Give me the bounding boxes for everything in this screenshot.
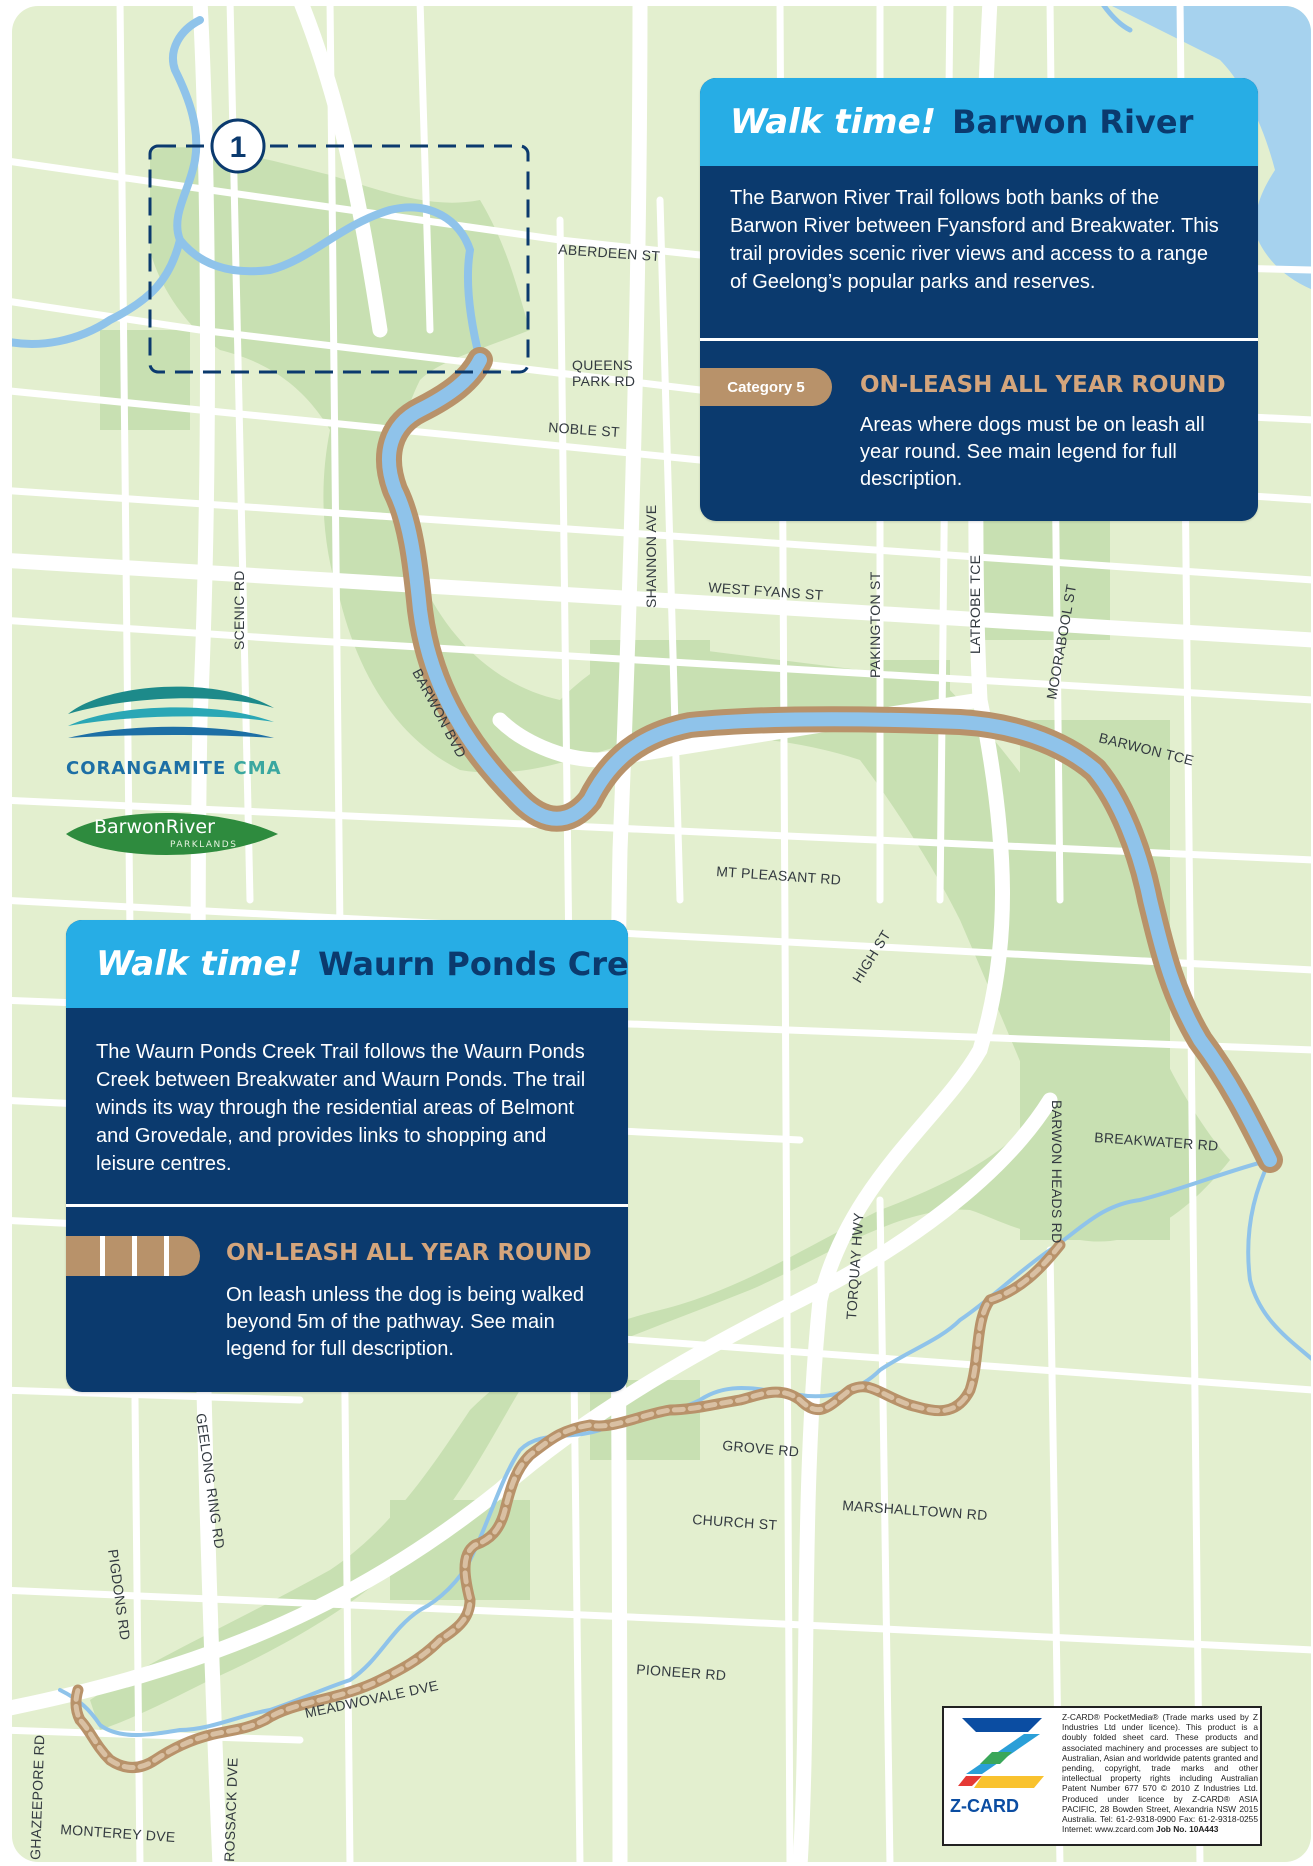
inset-1-number: 1 [230,131,247,164]
label-rossack-dve: ROSSACK DVE [221,1757,241,1862]
barwon-river-trail [376,347,1283,1173]
label-shannon-ave: SHANNON AVE [643,505,659,608]
zcard-z-icon [958,1718,1044,1788]
leaf-icon [66,812,278,856]
swatch-stripe [132,1236,137,1276]
barwon-river-wordmark: BarwonRiver [94,816,215,838]
inset-1-outline [148,144,530,374]
waurn-description: The Waurn Ponds Creek Trail follows the … [96,1041,586,1175]
barwon-card-header: Walk time! Barwon River [700,78,1258,166]
barwon-card-divider [700,338,1258,341]
waurn-leash-swatch [66,1236,200,1276]
label-latrobe-tce: LATROBE TCE [967,555,983,654]
zcard-brand: Z-CARD [950,1796,1019,1816]
corio-bay [1100,6,1311,290]
barwon-category-badge: Category 5 [700,368,832,406]
label-queens-park-rd-2: PARK RD [572,373,635,389]
barwon-river-card: Walk time! Barwon River The Barwon River… [700,78,1258,521]
barwon-walk-time: Walk time! [730,102,937,142]
swatch-stripe [164,1236,169,1276]
barwon-place-name: Barwon River [952,103,1194,141]
label-scenic-rd: SCENIC RD [231,570,247,650]
label-church-st: CHURCH ST [692,1511,778,1533]
zcard-job-number: Job No. 10A443 [1156,1824,1219,1835]
waurn-leash-text: On leash unless the dog is being walked … [226,1284,585,1360]
label-ghazeepore-rd: GHAZEEPORE RD [27,1734,47,1860]
label-torquay-hwy: TORQUAY HWY [843,1211,866,1320]
waurn-leash-title: ON-LEASH ALL YEAR ROUND [226,1240,592,1266]
label-pakington-st: PAKINGTON ST [867,571,883,678]
zcard-legal-body: Z-CARD® PocketMedia® (Trade marks used b… [1062,1712,1258,1835]
corangamite-wave-icon [68,686,274,738]
inset-1-marker [210,118,266,174]
waurn-card-header: Walk time! Waurn Ponds Creek [66,920,628,1008]
waurn-walk-time: Walk time! [96,944,303,984]
waurn-card-divider [66,1204,628,1207]
waurn-place-name: Waurn Ponds Creek [318,945,628,983]
waurn-ponds-card: Walk time! Waurn Ponds Creek The Waurn P… [66,920,628,1392]
barwon-river-parklands-logo: BarwonRiver PARKLANDS [64,806,280,862]
barwon-leash-title: ON-LEASH ALL YEAR ROUND [860,372,1226,398]
corangamite-name: CORANGAMITE [66,758,227,779]
waurn-ponds-creek-trail [70,1239,1066,1773]
zcard-legal-block: Z-CARD Z-CARD® PocketMedia® (Trade marks… [942,1706,1262,1846]
swatch-stripe [100,1236,105,1276]
label-pioneer-rd: PIONEER RD [636,1661,727,1683]
corangamite-wordmark: CORANGAMITE CMA [66,758,282,779]
parklands-wordmark: PARKLANDS [170,840,238,850]
label-queens-park-rd-1: QUEENS [572,357,633,373]
label-barwon-heads-rd: BARWON HEADS RD [1049,1100,1065,1243]
label-aberdeen-st: ABERDEEN ST [558,241,661,264]
label-grove-rd: GROVE RD [722,1437,800,1460]
corangamite-suffix: CMA [233,758,282,779]
barwon-leash-text: Areas where dogs must be on leash all ye… [860,414,1205,490]
corangamite-cma-logo: CORANGAMITE CMA [64,678,284,790]
barwon-description: The Barwon River Trail follows both bank… [730,187,1219,293]
label-noble-st: NOBLE ST [548,419,621,440]
zcard-legal-text: Z-CARD® PocketMedia® (Trade marks used b… [1062,1712,1258,1834]
